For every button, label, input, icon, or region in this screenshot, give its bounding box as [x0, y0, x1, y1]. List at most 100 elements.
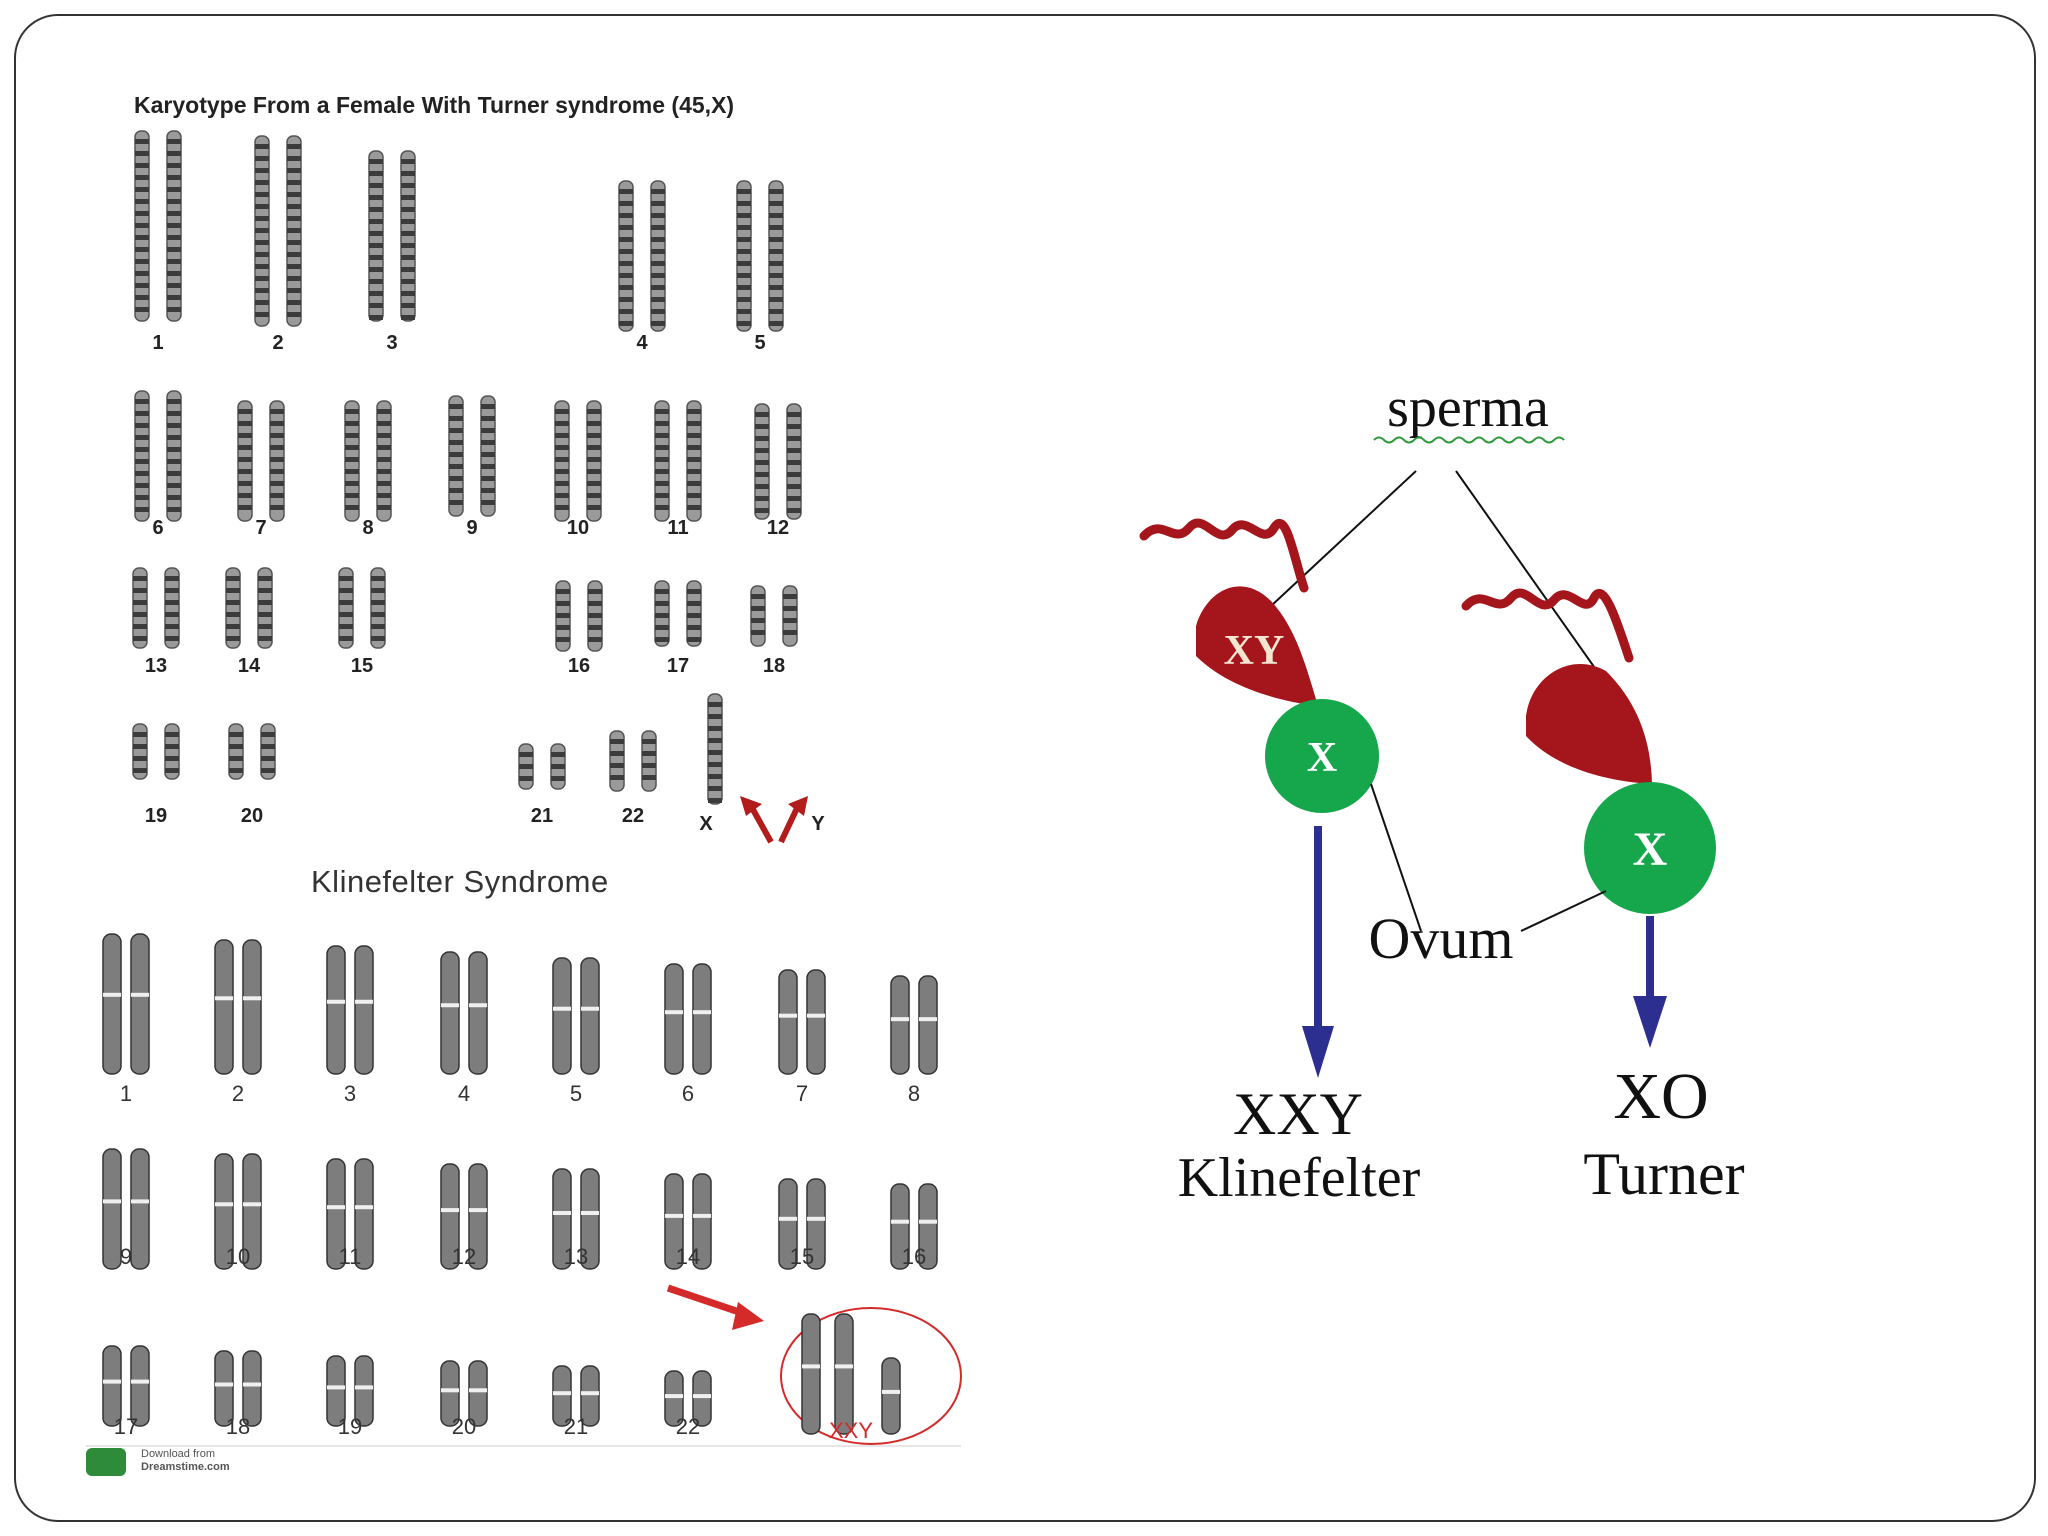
turner-label-16: 16 — [568, 655, 590, 677]
sperma-spellcheck-underline — [1373, 436, 1565, 444]
turner-chromosome-pair-14: 14 — [225, 567, 273, 677]
sperma-label: sperma — [1387, 377, 1549, 439]
klinefelter-label-8: 8 — [908, 1081, 920, 1106]
turner-label-19: 19 — [145, 805, 167, 827]
turner-label-3: 3 — [386, 332, 397, 354]
watermark-logo-icon — [86, 1448, 126, 1476]
xxy-pointer-arrow-icon — [666, 1284, 764, 1330]
klinefelter-chromosome-pair-12: 12 — [440, 1163, 488, 1270]
turner-chromosome-pair-20: 20 — [228, 723, 276, 827]
klinefelter-label-6: 6 — [682, 1081, 694, 1106]
klinefelter-label-10: 10 — [226, 1244, 250, 1269]
turner-label-9: 9 — [466, 517, 477, 539]
right-sperm-head — [1526, 663, 1652, 784]
turner-chromosome-pair-10: 10 — [554, 400, 602, 539]
right-down-arrow-head — [1633, 996, 1667, 1048]
turner-chromosome-pair-16: 16 — [555, 580, 603, 677]
klinefelter-label-14: 14 — [676, 1244, 700, 1269]
right-ovum-label: X — [1633, 823, 1668, 876]
klinefelter-chromosome-pair-15: 15 — [778, 1178, 826, 1270]
klinefelter-label-18: 18 — [226, 1414, 250, 1439]
klinefelter-chromosome-pair-11: 11 — [326, 1158, 374, 1270]
left-sperm-label: XY — [1224, 628, 1285, 674]
turner-chromosome-pair-17: 17 — [654, 580, 702, 677]
klinefelter-chromosome-pair-10: 10 — [214, 1153, 262, 1270]
turner-label-21: 21 — [531, 805, 553, 827]
klinefelter-label-13: 13 — [564, 1244, 588, 1269]
klinefelter-label-20: 20 — [452, 1414, 476, 1439]
klinefelter-chromosome-pair-19: 19 — [326, 1355, 374, 1439]
turner-chromosome-pair-22: 22 — [609, 730, 657, 827]
turner-label-6: 6 — [152, 517, 163, 539]
watermark-text: Download from Dreamstime.com — [141, 1448, 230, 1474]
turner-label-10: 10 — [567, 517, 589, 539]
turner-label-20: 20 — [241, 805, 263, 827]
missing-y-arrow-left-icon — [740, 796, 774, 844]
klinefelter-chromosome-pair-2: 2 — [214, 939, 262, 1106]
ovum-label: Ovum — [1369, 906, 1514, 971]
klinefelter-karyotype-title: Klinefelter Syndrome — [311, 864, 609, 899]
turner-label-7: 7 — [255, 517, 266, 539]
klinefelter-xxy-group: XXY — [780, 1307, 962, 1445]
right-result-genotype: XO — [1613, 1060, 1708, 1133]
klinefelter-chromosome-pair-6: 6 — [664, 963, 712, 1106]
klinefelter-label-15: 15 — [790, 1244, 814, 1269]
left-result-genotype: XXY — [1233, 1081, 1363, 1147]
xxy-highlight-circle — [780, 1307, 962, 1445]
klinefelter-label-17: 17 — [114, 1414, 138, 1439]
turner-label-22: 22 — [622, 805, 644, 827]
left-sperm-tail — [1139, 518, 1309, 593]
klinefelter-chromosome-pair-20: 20 — [440, 1360, 488, 1439]
klinefelter-chromosome-pair-1: 1 — [102, 933, 150, 1106]
left-down-arrow-head — [1302, 1026, 1334, 1078]
klinefelter-chromosome-pair-16: 16 — [890, 1183, 938, 1270]
klinefelter-chromosome-pair-21: 21 — [552, 1365, 600, 1439]
klinefelter-label-12: 12 — [452, 1244, 476, 1269]
klinefelter-chromosome-pair-13: 13 — [552, 1168, 600, 1270]
klinefelter-chromosome-pair-5: 5 — [552, 957, 600, 1106]
turner-label-11: 11 — [667, 517, 688, 539]
klinefelter-chromosome-pair-9: 9 — [102, 1148, 150, 1270]
turner-label-8: 8 — [362, 517, 373, 539]
klinefelter-label-5: 5 — [570, 1081, 582, 1106]
turner-label-14: 14 — [238, 655, 261, 677]
left-result-name: Klinefelter — [1178, 1147, 1421, 1209]
turner-label-X: X — [699, 813, 713, 835]
right-ovum-circle — [1584, 782, 1716, 914]
klinefelter-chromosome-pair-18: 18 — [214, 1350, 262, 1439]
klinefelter-label-4: 4 — [458, 1081, 470, 1106]
sperma-pointer-left — [1270, 470, 1417, 607]
turner-label-4: 4 — [636, 332, 648, 354]
turner-chromosome-pair-19: 19 — [132, 723, 180, 827]
watermark-line-1: Download from — [141, 1448, 215, 1460]
sperma-pointer-right — [1455, 470, 1605, 682]
klinefelter-label-1: 1 — [120, 1081, 132, 1106]
turner-chromosome-pair-2: 2 — [254, 135, 302, 354]
turner-label-2: 2 — [272, 332, 283, 354]
ovum-pointer-left — [1370, 783, 1422, 932]
klinefelter-chromosome-pair-8: 8 — [890, 975, 938, 1106]
turner-label-13: 13 — [145, 655, 167, 677]
klinefelter-label-7: 7 — [796, 1081, 808, 1106]
klinefelter-chromosome-pair-17: 17 — [102, 1345, 150, 1439]
klinefelter-label-2: 2 — [232, 1081, 244, 1106]
klinefelter-chromosome-pair-22: 22 — [664, 1370, 712, 1439]
klinefelter-label-3: 3 — [344, 1081, 356, 1106]
turner-chromosome-pair-21: 21 — [518, 743, 566, 827]
klinefelter-label-9: 9 — [120, 1244, 132, 1269]
turner-chromosome-pair-7: 7 — [237, 400, 285, 539]
left-sperm-head — [1196, 586, 1318, 706]
turner-chromosome-pair-5: 5 — [736, 180, 784, 354]
turner-label-12: 12 — [767, 517, 789, 539]
watermark-line-2: Dreamstime.com — [141, 1461, 230, 1473]
klinefelter-label-22: 22 — [676, 1414, 700, 1439]
klinefelter-label-19: 19 — [338, 1414, 362, 1439]
klinefelter-label-11: 11 — [339, 1244, 362, 1269]
right-result-name: Turner — [1583, 1141, 1744, 1207]
turner-chromosome-pair-1: 1 — [134, 130, 182, 354]
turner-chromosome-pair-11: 11 — [654, 400, 702, 539]
turner-chromosome-pair-13: 13 — [132, 567, 180, 677]
klinefelter-label-XXY: XXY — [829, 1418, 873, 1443]
left-ovum-label: X — [1307, 735, 1337, 781]
